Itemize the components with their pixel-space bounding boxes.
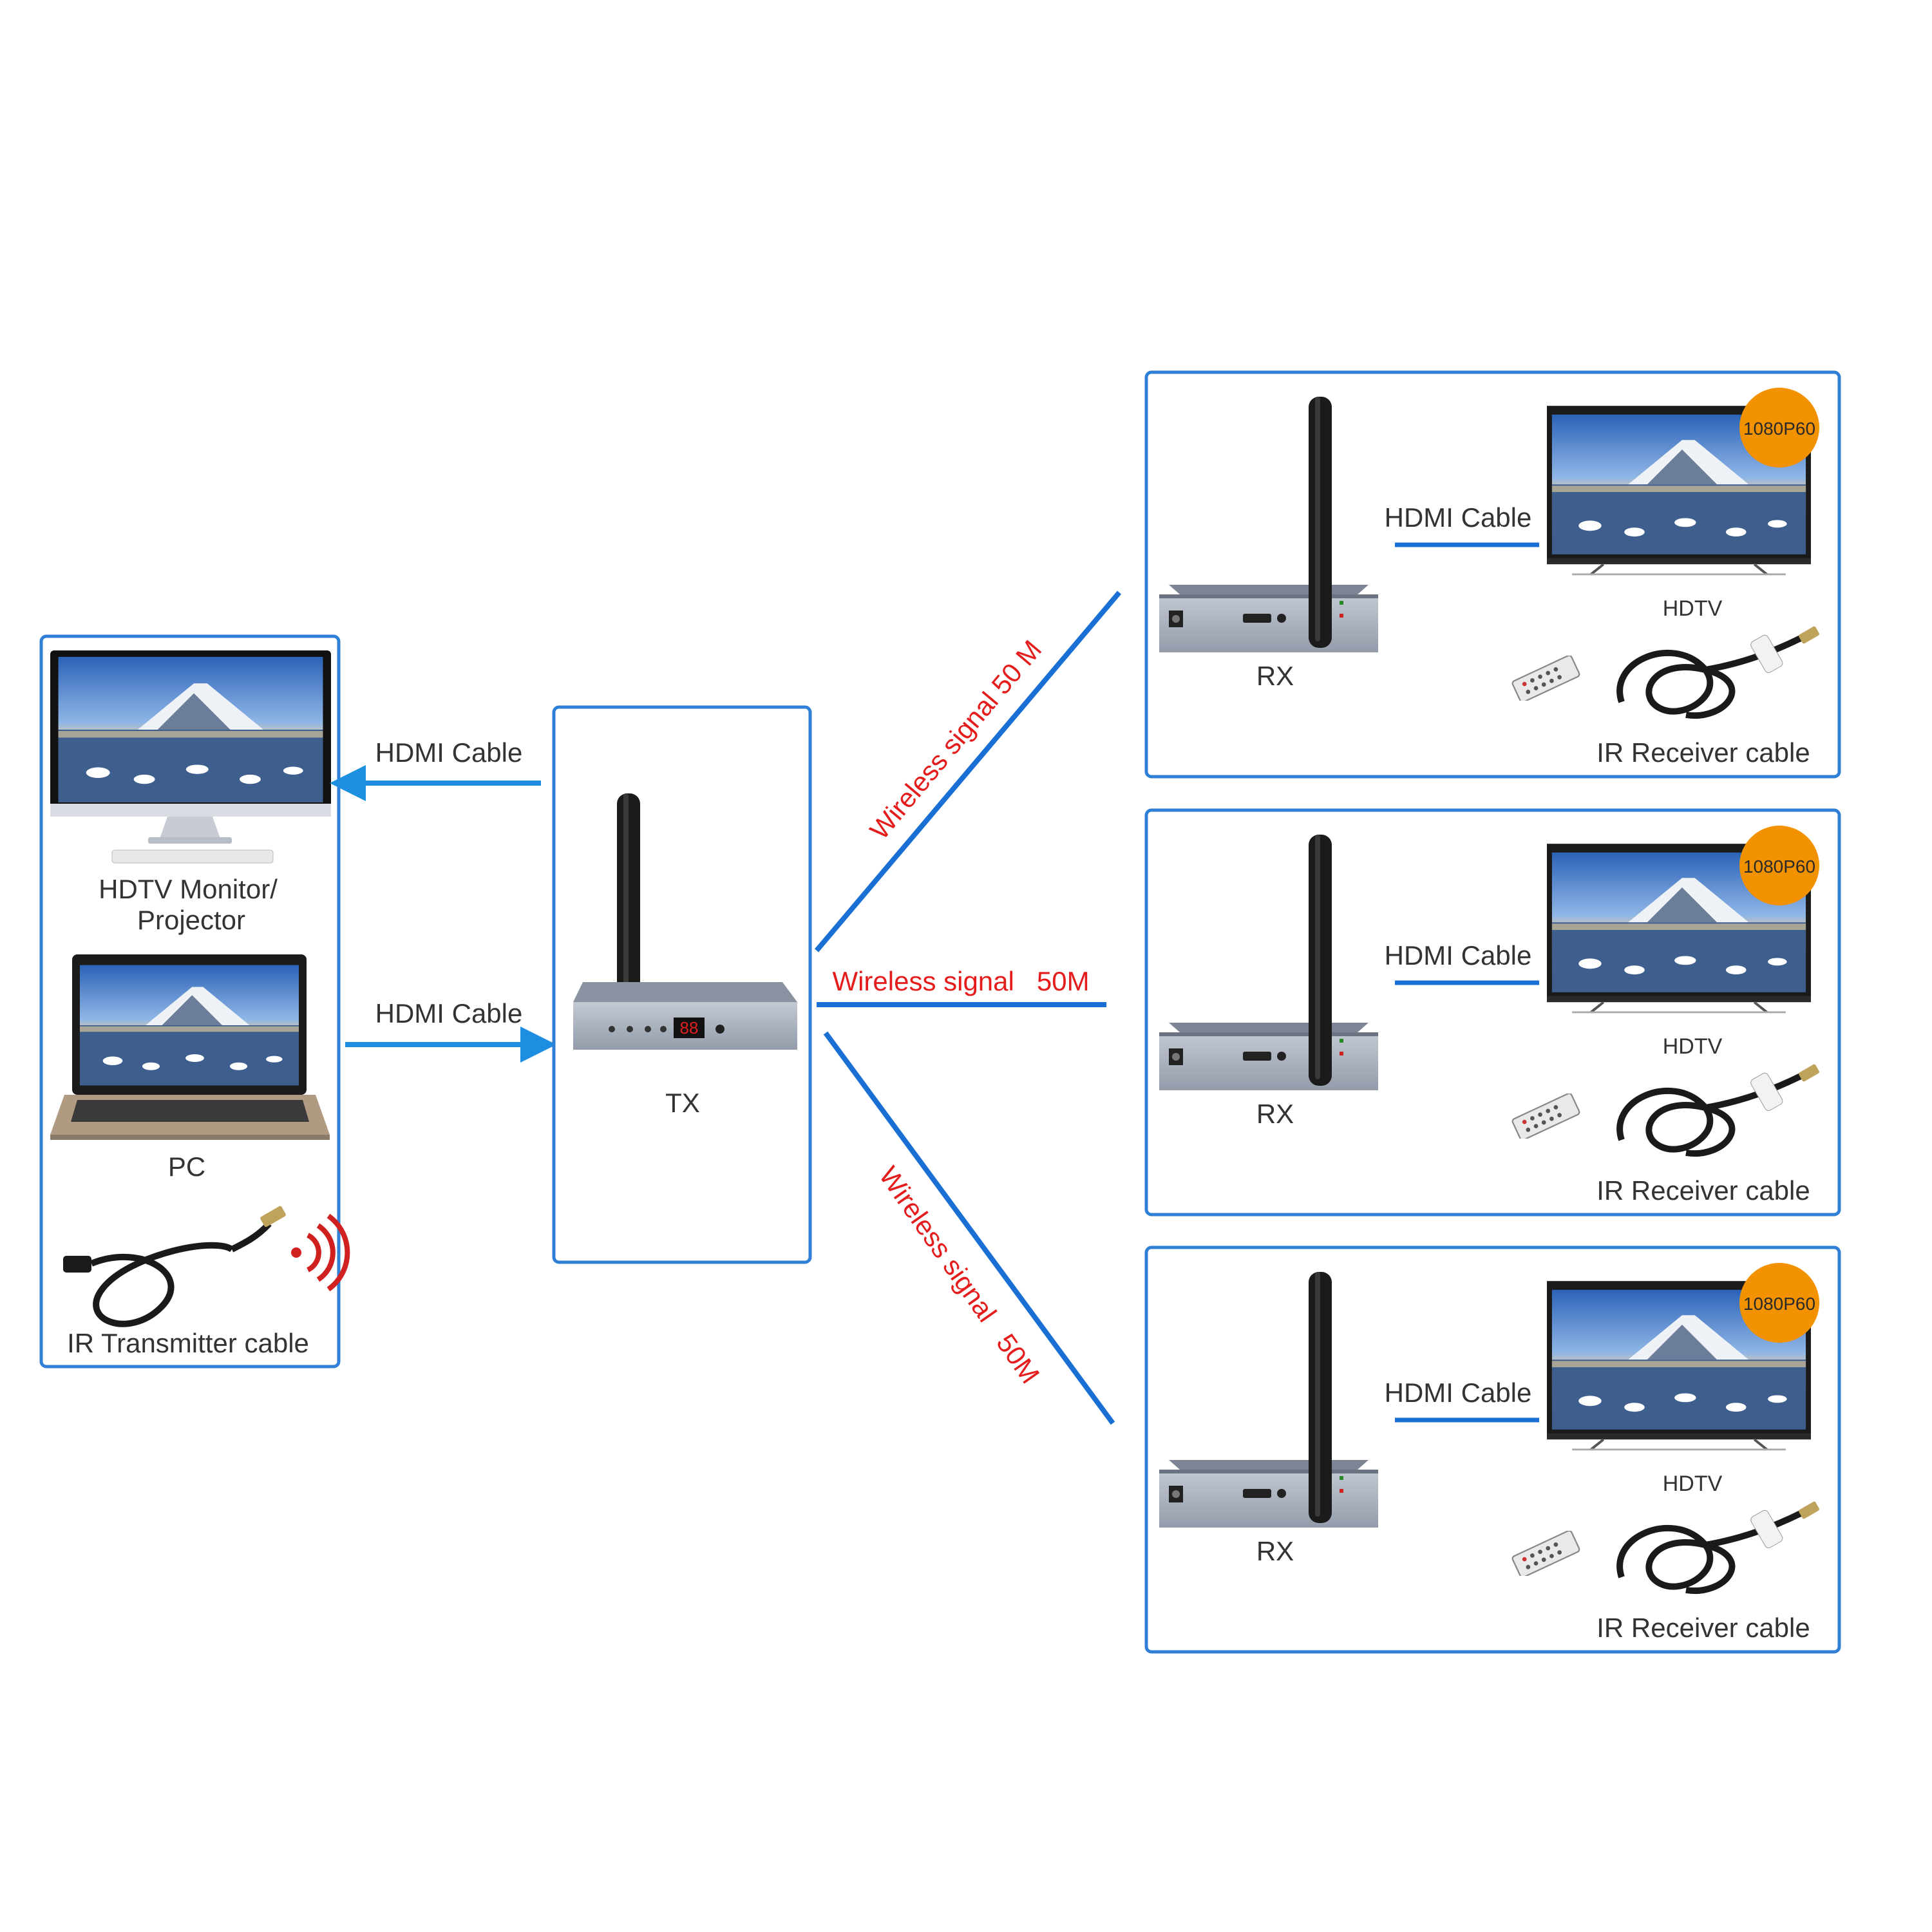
resolution-badge-text: 1080P60	[1743, 857, 1815, 876]
hdmi-link-monitor: HDMI Cable	[348, 737, 541, 783]
resolution-badge-text: 1080P60	[1743, 1294, 1815, 1314]
monitor-label-line1: HDTV Monitor/	[99, 874, 278, 904]
wireless-line-upper	[817, 592, 1119, 951]
laptop-icon	[50, 954, 330, 1140]
resolution-badge-text: 1080P60	[1743, 419, 1815, 439]
tx-panel: 88 TX	[554, 707, 810, 1262]
pc-label: PC	[168, 1151, 205, 1182]
ir-receiver-label: IR Receiver cable	[1596, 1613, 1810, 1643]
wireless-line-lower	[826, 1033, 1113, 1423]
tx-label: TX	[665, 1088, 700, 1118]
hdmi-cable-label: HDMI Cable	[1385, 1378, 1532, 1408]
hdtv-label: HDTV	[1663, 1472, 1723, 1496]
ir-transmitter-label: IR Transmitter cable	[67, 1328, 309, 1358]
hdtv-label: HDTV	[1663, 1034, 1723, 1059]
source-panel: HDTV Monitor/ Projector PC IR Transmitte…	[41, 636, 347, 1367]
wireless-label-upper: Wireless signal 50 M	[864, 634, 1047, 845]
hdmi-label-from-pc: HDMI Cable	[375, 998, 523, 1028]
wireless-label-lower: Wireless signal 50M	[873, 1161, 1045, 1389]
tx-channel-display: 88	[680, 1018, 699, 1037]
hdmi-cable-label: HDMI Cable	[1385, 940, 1532, 971]
ir-receiver-label: IR Receiver cable	[1596, 737, 1810, 768]
rx-label: RX	[1256, 1099, 1294, 1129]
ir-receiver-label: IR Receiver cable	[1596, 1175, 1810, 1206]
hdmi-label-to-monitor: HDMI Cable	[375, 737, 523, 768]
monitor-label-line2: Projector	[137, 905, 245, 935]
hdtv-label: HDTV	[1663, 596, 1723, 621]
rx-label: RX	[1256, 1536, 1294, 1566]
hdmi-link-pc: HDMI Cable	[345, 998, 538, 1045]
rx-label: RX	[1256, 661, 1294, 691]
hdmi-cable-label: HDMI Cable	[1385, 502, 1532, 533]
wireless-links: Wireless signal 50 M Wireless signal 50M…	[817, 592, 1119, 1423]
wireless-label-middle: Wireless signal 50M	[832, 966, 1089, 996]
